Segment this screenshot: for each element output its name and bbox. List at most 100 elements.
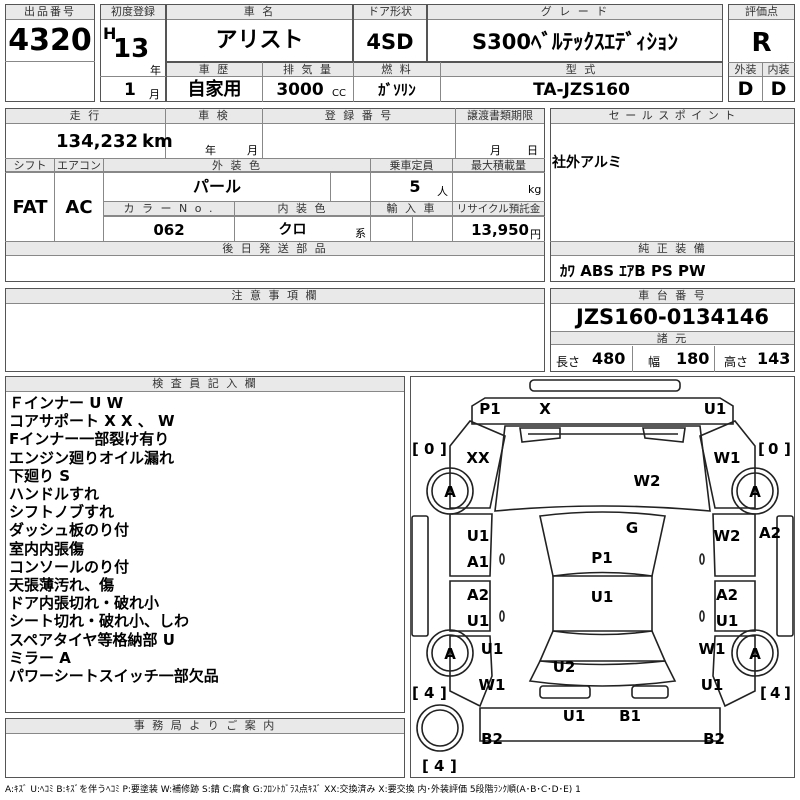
color-no-label: カ ラ ー N o . <box>104 202 234 216</box>
car-name-label: 車 名 <box>167 5 352 20</box>
inspector-note: 天張薄汚れ、傷 <box>9 576 115 595</box>
lot-label: 出品番号 <box>6 5 94 20</box>
first-reg-year-unit: 年 <box>150 64 161 77</box>
mark: B1 <box>619 707 641 725</box>
fuel-label: 燃 料 <box>354 63 440 77</box>
displacement-label: 排 気 量 <box>263 63 353 77</box>
displacement: 3000 <box>276 80 324 100</box>
mark: W1 <box>714 449 741 467</box>
history-label: 車 歴 <box>167 63 262 77</box>
svg-text:[: [ <box>412 684 419 702</box>
shift-label: シフト <box>6 159 54 172</box>
mark: A2 <box>716 586 738 604</box>
first-reg-label: 初度登録 <box>101 5 165 20</box>
mark: U1 <box>467 527 490 545</box>
dims-label: 諸 元 <box>551 331 794 345</box>
svg-text:]: ] <box>440 684 447 702</box>
mark: U2 <box>553 658 576 676</box>
mark: X <box>539 400 551 418</box>
capacity-unit: 人 <box>437 185 448 198</box>
damage-diagram-box <box>410 376 795 778</box>
exterior-score: D <box>737 78 754 100</box>
tire-count-fl: 0 <box>424 440 434 458</box>
mark: B2 <box>481 730 503 748</box>
length: 480 <box>592 349 626 368</box>
inspector-note: 下廻り S <box>9 466 71 485</box>
mark: A <box>444 645 456 663</box>
inspection-year-unit: 年 <box>205 144 216 157</box>
mileage-unit: km <box>142 131 173 152</box>
model-label: 型 式 <box>441 63 722 77</box>
chassis-number: JZS160-0134146 <box>576 305 769 329</box>
score-label: 評価点 <box>729 5 794 20</box>
width: 180 <box>676 349 710 368</box>
history: 自家用 <box>187 79 242 100</box>
mark: U1 <box>591 588 614 606</box>
inspector-note: ミラー A <box>9 648 71 667</box>
inspection-label: 車 検 <box>166 109 262 124</box>
inspector-note: コアサポート X X 、 W <box>9 412 175 431</box>
legend: A:ｷｽﾞ U:ﾍｺﾐ B:ｷｽﾞを伴うﾍｺﾐ P:要塗装 W:補修跡 S:錆 … <box>5 785 581 795</box>
office-label: 事 務 局 よ り ご 案 内 <box>6 719 404 734</box>
chassis-box <box>550 288 795 372</box>
interior-score: D <box>770 78 787 100</box>
mark: W1 <box>479 676 506 694</box>
mark: A2 <box>759 524 781 542</box>
caution-box <box>5 288 545 372</box>
inspector-note: コンソールのり付 <box>9 557 130 576</box>
svg-text:[: [ <box>422 757 429 775</box>
mark: A2 <box>467 586 489 604</box>
first-reg-month-unit: 月 <box>149 88 160 101</box>
equipment-label: 純 正 装 備 <box>551 242 794 256</box>
damage-diagram: [0] [0] [4] [4] [4] P1 X U1 XX W1 A A W2… <box>411 379 794 775</box>
mark: A <box>749 483 761 501</box>
inspector-note: ハンドルすれ <box>9 485 100 504</box>
color-no: 062 <box>153 221 185 239</box>
mark: U1 <box>704 400 727 418</box>
grade: S300ﾍﾞﾙﾃｯｸｽｴﾃﾞｨｼｮﾝ <box>472 30 678 54</box>
mark: A <box>749 645 761 663</box>
inspector-label: 検 査 員 記 入 欄 <box>6 377 404 392</box>
history-strip <box>166 62 723 102</box>
inspector-note: ダッシュ板のり付 <box>9 521 130 540</box>
grade-box <box>427 4 723 62</box>
shift: FAT <box>12 197 48 218</box>
svg-text:]: ] <box>784 440 791 458</box>
tire-count-spare: 4 <box>434 757 444 775</box>
interior-score-label: 内装 <box>763 63 794 77</box>
inspection-month-unit: 月 <box>247 144 258 157</box>
svg-text:]: ] <box>784 684 791 702</box>
recycle: 13,950 <box>471 221 529 239</box>
capacity: 5 <box>409 177 421 196</box>
caution-label: 注 意 事 項 欄 <box>6 289 544 304</box>
tire-count-rl: 4 <box>424 684 434 702</box>
tire-count-rr: 4 <box>770 684 780 702</box>
door-label: ドア形状 <box>354 5 426 20</box>
model: TA-JZS160 <box>533 80 630 100</box>
inspector-note: シート切れ・破れ小、しわ <box>9 612 190 631</box>
max-load-unit: kg <box>528 183 542 196</box>
svg-text:[: [ <box>760 684 767 702</box>
import-label: 輸 入 車 <box>371 202 452 216</box>
mark: U1 <box>467 612 490 630</box>
exterior-score-label: 外装 <box>729 63 762 77</box>
mark: W2 <box>714 527 741 545</box>
ext-color: パール <box>192 177 241 196</box>
ext-color-label: 外 装 色 <box>104 159 370 172</box>
mark: B2 <box>703 730 725 748</box>
grade-label: グ レ ー ド <box>428 5 722 20</box>
recycle-unit: 円 <box>530 228 541 241</box>
sales-point-label: セ ー ル ス ポ イ ン ト <box>551 109 794 124</box>
spec-table <box>5 108 545 282</box>
int-color: クロ <box>278 222 307 238</box>
capacity-label: 乗車定員 <box>371 159 452 172</box>
svg-text:[: [ <box>412 440 419 458</box>
later-parts-label: 後 日 発 送 部 品 <box>6 242 544 256</box>
score-box <box>728 4 795 102</box>
tire-count-fr: 0 <box>768 440 778 458</box>
mark: U1 <box>563 707 586 725</box>
score-value: R <box>751 28 772 58</box>
inspector-note: Ｆインナー U W <box>9 394 124 412</box>
inspector-note: シフトノブすれ <box>9 503 115 522</box>
mark: P1 <box>479 400 500 418</box>
